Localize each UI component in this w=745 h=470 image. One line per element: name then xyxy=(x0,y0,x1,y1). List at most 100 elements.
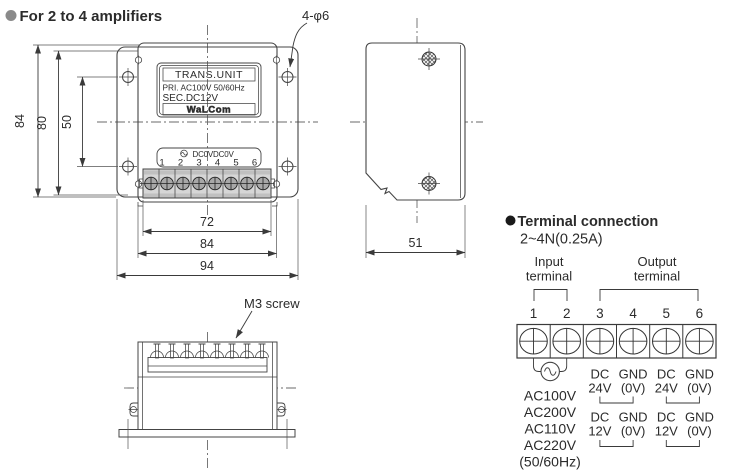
base-hole-marks xyxy=(127,419,288,449)
mounting-ears xyxy=(128,402,287,417)
dc-label: DC xyxy=(591,367,610,382)
terminal-connection-rating: 2~4N(0.25A) xyxy=(520,232,603,248)
input-label-line1: Input xyxy=(535,254,564,269)
dimension-depth: 51 xyxy=(365,205,466,258)
mounting-hole-icon xyxy=(278,68,297,86)
input-label-line2: terminal xyxy=(526,269,572,284)
unit-body xyxy=(137,42,278,203)
hole-callout: 4-φ6 xyxy=(288,8,329,68)
nameplate-title: TRANS.UNIT xyxy=(175,69,243,81)
mounting-hole-icon xyxy=(119,68,137,86)
dc-label: DC xyxy=(591,410,610,425)
mounting-base-plate xyxy=(118,429,296,438)
ac-symbol-icon xyxy=(180,149,188,158)
gnd-label: GND xyxy=(619,410,648,425)
gnd-label: (0V) xyxy=(621,381,646,396)
side-view: 51 xyxy=(350,18,483,258)
terminal-strip-label: DC0VDC0V 1 2 3 4 5 6 xyxy=(156,147,262,169)
terminal-screws xyxy=(144,176,270,191)
ac-voltage: AC110V xyxy=(524,421,576,437)
dc-label: 24V xyxy=(588,381,611,396)
ac-frequency: (50/60Hz) xyxy=(519,454,580,470)
dim-hole-spacing: 50 xyxy=(60,115,74,129)
terminal-block-schematic xyxy=(516,323,717,359)
bracket-12v xyxy=(599,440,700,447)
screw-callout-label: M3 screw xyxy=(244,296,300,311)
screw-callout: M3 screw xyxy=(235,296,300,339)
side-screws xyxy=(418,48,440,195)
terminal-number: 4 xyxy=(629,306,637,321)
dimensions-bottom: 72 84 94 xyxy=(116,199,299,280)
bullet-icon xyxy=(5,10,17,21)
terminal-strip-numbers: 1 2 3 4 5 6 xyxy=(159,158,257,169)
dc-output-labels-12v: DC 12V GND (0V) DC 12V GND (0V) xyxy=(588,410,714,439)
dc-label: 12V xyxy=(655,424,678,439)
terminal-number: 2 xyxy=(178,158,183,169)
terminal-connection: Terminal connection 2~4N(0.25A) Input te… xyxy=(505,214,717,470)
dc-label: 12V xyxy=(588,424,611,439)
output-label-line2: terminal xyxy=(634,269,680,284)
dim-width-block: 72 xyxy=(200,215,214,229)
terminal-number: 6 xyxy=(252,158,257,169)
dc-label: DC xyxy=(657,410,676,425)
output-bracket xyxy=(599,289,699,301)
mounting-hole-icon xyxy=(119,157,137,176)
dc-output-labels-24v: DC 24V GND (0V) DC 24V GND (0V) xyxy=(588,367,714,396)
side-outline xyxy=(365,42,466,201)
ac-voltage: AC200V xyxy=(524,404,577,420)
terminal-number: 5 xyxy=(663,306,671,321)
terminal-strip-text: DC0VDC0V xyxy=(193,150,235,159)
gnd-label: GND xyxy=(619,367,648,382)
gnd-label: (0V) xyxy=(687,381,712,396)
output-label-line1: Output xyxy=(637,254,676,269)
terminal-number: 3 xyxy=(596,306,604,321)
ac-voltage: AC100V xyxy=(524,388,577,404)
terminal-numbers: 1 2 3 4 5 6 xyxy=(530,306,703,321)
terminal-number: 3 xyxy=(196,158,201,169)
ac-input-wiring: AC100V AC200V AC110V AC220V (50/60Hz) xyxy=(519,358,581,470)
brand-logo: WaLCom xyxy=(187,105,231,116)
terminal-connection-title: Terminal connection xyxy=(518,214,659,230)
body-inner-lines xyxy=(138,342,277,435)
terminal-number: 1 xyxy=(530,306,538,321)
section-header: For 2 to 4 amplifiers xyxy=(5,8,162,25)
group-labels: Input terminal Output terminal xyxy=(526,254,680,284)
mounting-holes xyxy=(119,68,297,176)
screw-comb xyxy=(150,343,269,359)
dim-width-flange: 94 xyxy=(200,259,214,273)
terminal-number: 4 xyxy=(215,158,220,169)
terminal-block-elevation xyxy=(147,343,269,373)
input-bracket xyxy=(533,289,568,301)
gnd-label: (0V) xyxy=(687,424,712,439)
terminal-number: 5 xyxy=(233,158,238,169)
ac-source-icon xyxy=(540,361,560,382)
dimensions-left: 84 80 50 xyxy=(13,44,139,198)
bullet-icon xyxy=(505,215,516,226)
dim-height-outer: 84 xyxy=(13,114,27,128)
gnd-label: (0V) xyxy=(621,424,646,439)
nameplate-primary-rating: PRI. AC100V 50/60Hz xyxy=(163,83,245,93)
body-corner-screws xyxy=(134,55,281,189)
ac-voltage: AC220V xyxy=(524,437,577,453)
dc-label: 24V xyxy=(655,381,678,396)
bottom-view: M3 screw xyxy=(118,296,300,470)
terminal-block xyxy=(139,168,275,199)
bracket-24v xyxy=(599,396,700,404)
nameplate-secondary-rating: SEC.DC12V xyxy=(163,93,219,104)
hole-callout-label: 4-φ6 xyxy=(302,8,329,23)
gnd-label: GND xyxy=(685,367,714,382)
terminal-number: 1 xyxy=(159,158,164,169)
dim-height-inner: 80 xyxy=(35,116,49,130)
dim-depth: 51 xyxy=(409,236,423,250)
terminal-number: 6 xyxy=(696,306,704,321)
dc-label: DC xyxy=(657,367,676,382)
dim-width-body: 84 xyxy=(200,237,214,251)
mounting-hole-icon xyxy=(278,157,297,176)
gnd-label: GND xyxy=(685,410,714,425)
ac-voltage-labels: AC100V AC200V AC110V AC220V (50/60Hz) xyxy=(519,388,580,470)
nameplate: TRANS.UNIT PRI. AC100V 50/60Hz SEC.DC12V… xyxy=(156,62,262,118)
terminal-number: 2 xyxy=(563,306,571,321)
front-view: TRANS.UNIT PRI. AC100V 50/60Hz SEC.DC12V… xyxy=(13,8,329,280)
